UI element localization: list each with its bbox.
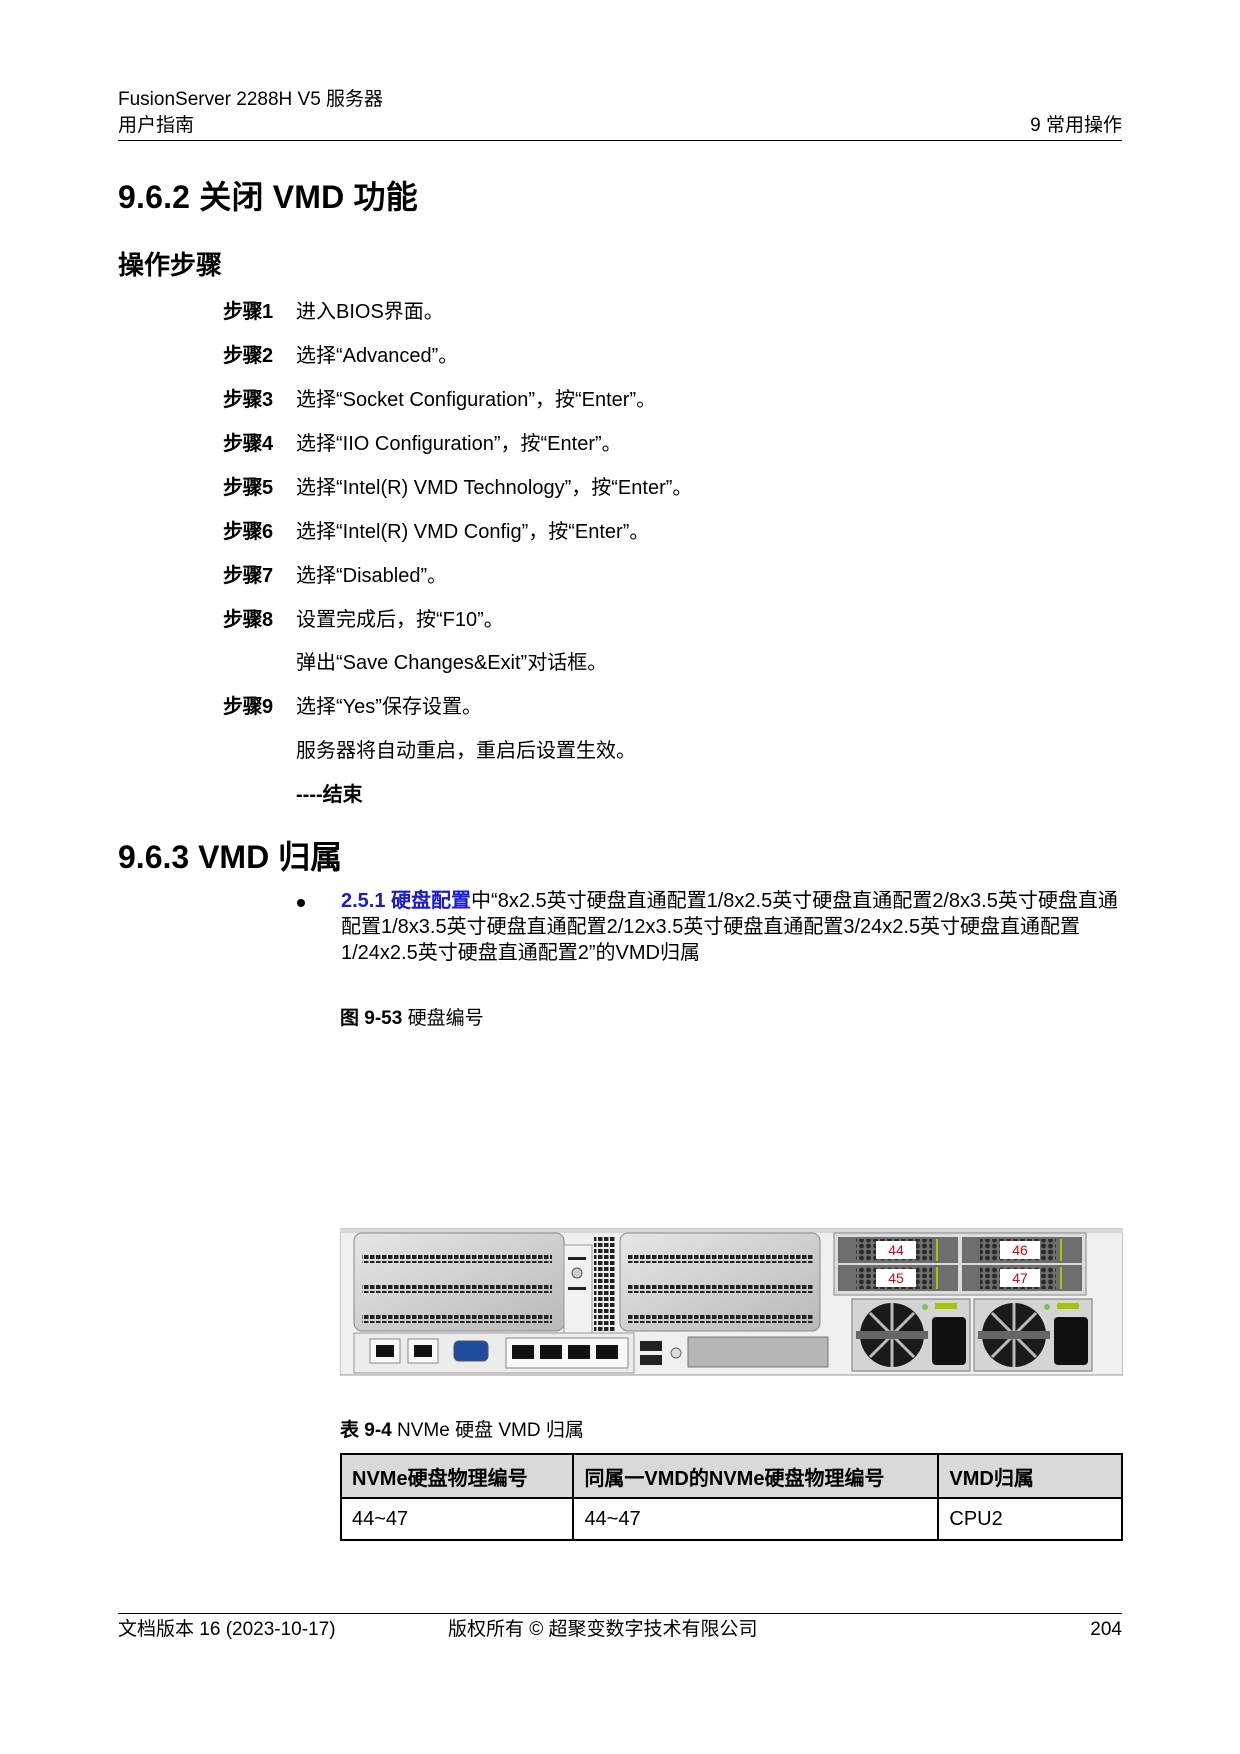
drive-bay-44: 44 [838, 1237, 958, 1263]
table-label: 表 9-4 [340, 1420, 392, 1441]
step-text: 选择“IIO Configuration”，按“Enter”。 [296, 433, 622, 455]
step-1: 步骤1 进入BIOS界面。 [223, 299, 444, 325]
server-rear-illustration: 44 45 46 47 [339, 1228, 1124, 1376]
step-5: 步骤5 选择“Intel(R) VMD Technology”，按“Enter”… [223, 475, 692, 501]
step-label: 步骤8 [223, 609, 273, 631]
psu-2 [973, 1298, 1093, 1372]
step-9: 步骤9 选择“Yes”保存设置。 [223, 694, 482, 720]
step-label: 步骤2 [223, 345, 273, 367]
step-8: 步骤8 设置完成后，按“F10”。 [223, 607, 504, 633]
step-label: 步骤5 [223, 477, 273, 499]
table-caption: 表 9-4 NVMe 硬盘 VMD 归属 [340, 1419, 584, 1443]
step-9-note: 服务器将自动重启，重启后设置生效。 [296, 740, 636, 762]
drive-bay-47: 47 [962, 1265, 1082, 1291]
step-3: 步骤3 选择“Socket Configuration”，按“Enter”。 [223, 387, 656, 413]
step-label: 步骤3 [223, 389, 273, 411]
header-chapter: 9 常用操作 [1030, 115, 1122, 136]
step-label: 步骤7 [223, 565, 273, 587]
bullet-icon [297, 899, 305, 907]
server-rear-figure: 44 45 46 47 [339, 1225, 1124, 1377]
header-doc-type: 用户指南 [118, 115, 195, 136]
cell-vmd-owner: CPU2 [937, 1497, 1123, 1541]
subheading-procedure: 操作步骤 [118, 250, 223, 280]
section-title-962: 9.6.2 关闭 VMD 功能 [118, 179, 418, 215]
vmd-table: NVMe硬盘物理编号 同属一VMD的NVMe硬盘物理编号 VMD归属 44~47… [339, 1453, 1123, 1541]
psu-1 [851, 1298, 971, 1372]
link-disk-config[interactable]: 2.5.1 硬盘配置 [341, 890, 472, 912]
figure-title: 硬盘编号 [407, 1008, 484, 1029]
footer-page-number: 204 [1090, 1619, 1122, 1640]
col-header-same-vmd: 同属一VMD的NVMe硬盘物理编号 [572, 1453, 940, 1499]
drive-label-44: 44 [888, 1242, 904, 1258]
step-text: 选择“Disabled”。 [296, 565, 448, 587]
step-4: 步骤4 选择“IIO Configuration”，按“Enter”。 [223, 431, 622, 457]
end-marker: ----结束 [296, 784, 363, 806]
step-text: 选择“Intel(R) VMD Technology”，按“Enter”。 [296, 477, 693, 499]
table-title: NVMe 硬盘 VMD 归属 [397, 1420, 584, 1441]
step-text: 选择“Intel(R) VMD Config”，按“Enter”。 [296, 521, 650, 543]
drive-bay-45: 45 [838, 1265, 958, 1291]
table-row: 44~47 44~47 CPU2 [339, 1497, 1123, 1541]
drive-label-45: 45 [888, 1270, 904, 1286]
step-8-note: 弹出“Save Changes&Exit”对话框。 [296, 652, 608, 674]
table-header-row: NVMe硬盘物理编号 同属一VMD的NVMe硬盘物理编号 VMD归属 [339, 1453, 1123, 1499]
step-label: 步骤9 [223, 696, 273, 718]
header-divider [118, 140, 1122, 141]
drive-label-47: 47 [1012, 1270, 1028, 1286]
header-product-name: FusionServer 2288H V5 服务器 [118, 89, 384, 110]
footer-copyright: 版权所有 © 超聚变数字技术有限公司 [448, 1619, 758, 1640]
step-text: 选择“Advanced”。 [296, 345, 459, 367]
cell-nvme-id: 44~47 [339, 1497, 575, 1541]
step-text: 设置完成后，按“F10”。 [296, 609, 504, 631]
step-label: 步骤6 [223, 521, 273, 543]
bullet-body: 中“8x2.5英寸硬盘直通配置1/8x2.5英寸硬盘直通配置2/8x3.5英寸硬… [341, 890, 1118, 964]
cell-same-vmd: 44~47 [572, 1497, 940, 1541]
step-7: 步骤7 选择“Disabled”。 [223, 563, 447, 589]
col-header-nvme-id: NVMe硬盘物理编号 [339, 1453, 575, 1499]
step-6: 步骤6 选择“Intel(R) VMD Config”，按“Enter”。 [223, 519, 649, 545]
step-label: 步骤1 [223, 301, 273, 323]
step-2: 步骤2 选择“Advanced”。 [223, 343, 458, 369]
step-label: 步骤4 [223, 433, 273, 455]
step-text: 进入BIOS界面。 [296, 301, 444, 323]
section-title-963: 9.6.3 VMD 归属 [118, 839, 343, 875]
footer-divider [118, 1613, 1122, 1614]
figure-label: 图 9-53 [340, 1008, 403, 1029]
col-header-vmd-owner: VMD归属 [937, 1453, 1123, 1499]
figure-caption: 图 9-53 硬盘编号 [340, 1007, 484, 1031]
drive-label-46: 46 [1012, 1242, 1028, 1258]
step-text: 选择“Socket Configuration”，按“Enter”。 [296, 389, 657, 411]
step-text: 选择“Yes”保存设置。 [296, 696, 482, 718]
footer-version: 文档版本 16 (2023-10-17) [118, 1619, 336, 1640]
bullet-paragraph: 2.5.1 硬盘配置中“8x2.5英寸硬盘直通配置1/8x2.5英寸硬盘直通配置… [341, 888, 1125, 966]
drive-bay-46: 46 [962, 1237, 1082, 1263]
